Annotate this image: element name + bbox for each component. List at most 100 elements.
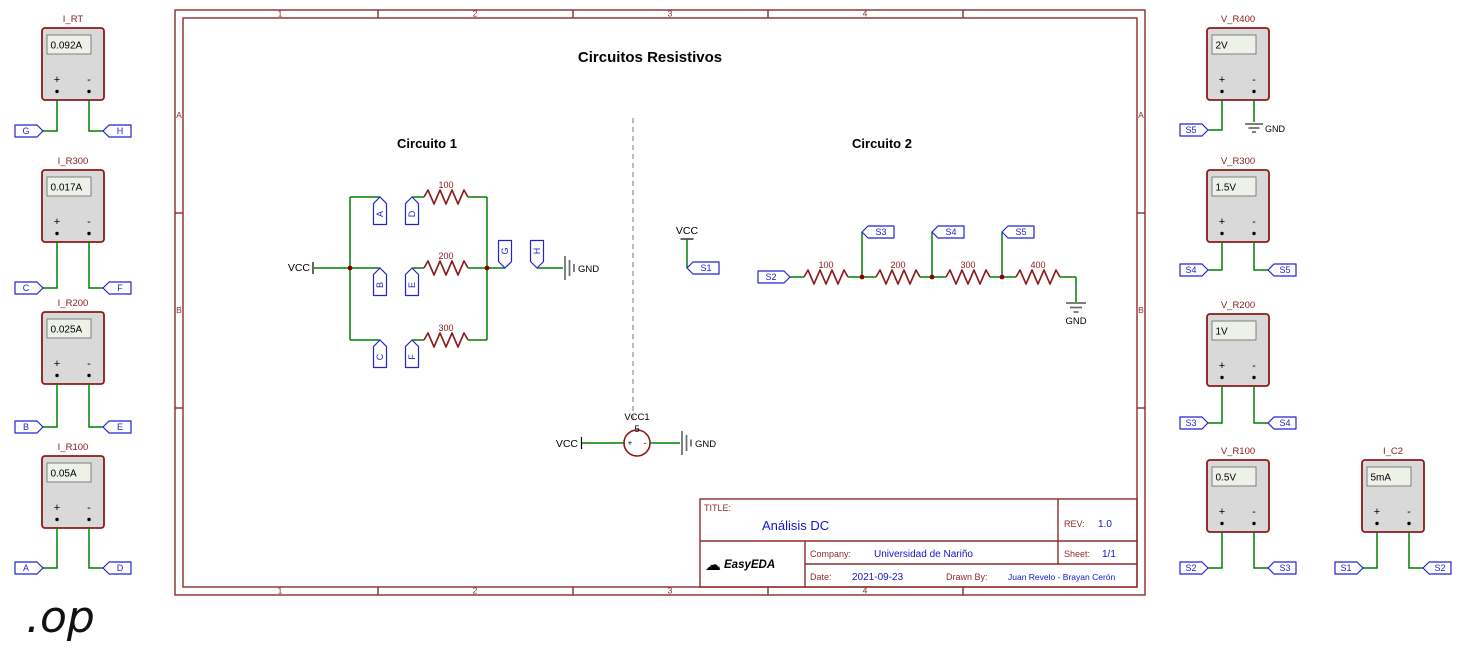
probe-wire <box>1208 532 1223 569</box>
pin-dot <box>87 231 91 236</box>
net-flag-label: H <box>532 248 542 255</box>
net-flag-a[interactable] <box>372 196 388 226</box>
net-flag-s3[interactable] <box>861 225 895 239</box>
net-flag-h[interactable] <box>529 239 545 269</box>
minus-terminal-icon: - <box>87 502 91 514</box>
meter-v-r400[interactable]: V_R400 2V + - S5 GND <box>1179 14 1286 137</box>
net-flag-label: S3 <box>875 227 886 237</box>
net-flag[interactable] <box>1267 561 1297 575</box>
voltage-source-vcc1[interactable]: VCC + - VCC1 5 GND <box>556 412 716 457</box>
circuit-1-heading[interactable]: Circuito 1 <box>397 136 457 151</box>
meter-i-rt[interactable]: I_RT 0.092A + - G H <box>14 14 132 138</box>
resistor-c2-400[interactable] <box>1015 269 1061 285</box>
meter-i-r300[interactable]: I_R300 0.017A + - C F <box>14 156 132 295</box>
meter-i-r200[interactable]: I_R200 0.025A + - B E <box>14 298 132 434</box>
junction-dot <box>999 274 1005 280</box>
net-flag[interactable] <box>102 561 132 575</box>
meter-v-r100[interactable]: V_R100 0.5V + - S2 S3 <box>1179 446 1297 575</box>
net-flag[interactable] <box>1179 561 1209 575</box>
net-flag[interactable] <box>1422 561 1452 575</box>
meter-v-r300[interactable]: V_R300 1.5V + - S4 S5 <box>1179 156 1297 277</box>
net-flag[interactable] <box>1334 561 1364 575</box>
net-flag[interactable] <box>1179 123 1209 137</box>
pin-dot <box>55 517 59 522</box>
resistor-c1-200[interactable] <box>423 260 469 276</box>
net-flag-s1[interactable] <box>686 261 720 275</box>
plus-terminal-icon: + <box>54 74 60 86</box>
frame-row-label: B <box>176 305 182 315</box>
vcc-port-label[interactable]: VCC <box>288 262 311 274</box>
net-flag[interactable] <box>14 281 44 295</box>
net-flag[interactable] <box>14 561 44 575</box>
net-flag-label: S2 <box>1185 563 1196 573</box>
net-flag-s5[interactable] <box>1001 225 1035 239</box>
net-flag[interactable] <box>1267 263 1297 277</box>
meter-reading: 1.5V <box>1216 183 1237 194</box>
drawn-by-label: Drawn By: <box>946 572 988 582</box>
pin-dot <box>1407 521 1411 526</box>
net-flag[interactable] <box>102 281 132 295</box>
net-flag[interactable] <box>1179 263 1209 277</box>
meter-name: I_C2 <box>1383 446 1403 457</box>
net-flag-label: S2 <box>765 272 776 282</box>
net-flag-b[interactable] <box>372 267 388 297</box>
resistor-c1-100[interactable] <box>423 189 469 205</box>
vcc-port-label[interactable]: VCC <box>676 225 699 237</box>
resistor-c2-300[interactable] <box>945 269 991 285</box>
net-flag-label: C <box>375 353 385 360</box>
net-flag-d[interactable] <box>404 196 420 226</box>
net-flag-label: H <box>117 126 124 136</box>
net-flag-f[interactable] <box>404 339 420 369</box>
meter-name: I_R100 <box>58 442 89 453</box>
net-flag-label: S1 <box>700 263 711 273</box>
net-flag-label: B <box>375 282 385 288</box>
net-flag-s2[interactable] <box>757 270 791 284</box>
net-flag-e[interactable] <box>404 267 420 297</box>
net-flag-label: C <box>23 283 30 293</box>
frame-col-label: 3 <box>668 586 673 596</box>
schematic-title[interactable]: Análisis DC <box>762 518 829 533</box>
net-flag-c[interactable] <box>372 339 388 369</box>
net-flag-label: G <box>22 126 29 136</box>
circuit-2-heading[interactable]: Circuito 2 <box>852 136 912 151</box>
pin-dot <box>1252 231 1256 236</box>
net-flag-s4[interactable] <box>931 225 965 239</box>
meter-display <box>1366 466 1412 487</box>
net-flag[interactable] <box>1179 416 1209 430</box>
company-value[interactable]: Universidad de Nariño <box>874 549 973 560</box>
meter-name: I_R300 <box>58 156 89 167</box>
net-flag-g[interactable] <box>497 239 513 269</box>
frame-row-label: A <box>1138 110 1144 120</box>
minus-terminal-icon: - <box>87 74 91 86</box>
meter-display <box>1211 34 1257 55</box>
rev-value[interactable]: 1.0 <box>1098 519 1112 530</box>
meter-i-c2[interactable]: I_C2 5mA + - S1 S2 <box>1334 446 1452 575</box>
plus-terminal-icon: + <box>1219 506 1225 518</box>
sheet-title[interactable]: Circuitos Resistivos <box>578 49 722 66</box>
resistor-c1-300[interactable] <box>423 332 469 348</box>
date-value[interactable]: 2021-09-23 <box>852 572 904 583</box>
probe-wire <box>88 100 103 132</box>
resistor-c2-200[interactable] <box>875 269 921 285</box>
spice-directive-op[interactable]: .op <box>26 592 95 643</box>
resistor-c2-100[interactable] <box>803 269 849 285</box>
meter-v-r200[interactable]: V_R200 1V + - S3 S4 <box>1179 300 1297 430</box>
meter-i-r100[interactable]: I_R100 0.05A + - A D <box>14 442 132 575</box>
net-flag-label: B <box>23 422 29 432</box>
net-flag[interactable] <box>102 124 132 138</box>
resistor-value: 100 <box>438 180 453 190</box>
net-flag[interactable] <box>14 420 44 434</box>
pin-dot <box>87 373 91 378</box>
plus-terminal-icon: + <box>1374 506 1380 518</box>
resistor-value: 300 <box>960 260 975 270</box>
vcc-port-label: VCC <box>556 438 579 450</box>
drawn-by-value[interactable]: Juan Revelo - Brayan Cerón <box>1008 572 1116 582</box>
date-label: Date: <box>810 572 832 582</box>
title-block-border <box>699 498 1138 588</box>
net-flag[interactable] <box>1267 416 1297 430</box>
sheet-value[interactable]: 1/1 <box>1102 549 1116 560</box>
net-flag[interactable] <box>102 420 132 434</box>
frame-inner-border <box>182 17 1138 588</box>
net-flag[interactable] <box>14 124 44 138</box>
pin-dot <box>55 231 59 236</box>
